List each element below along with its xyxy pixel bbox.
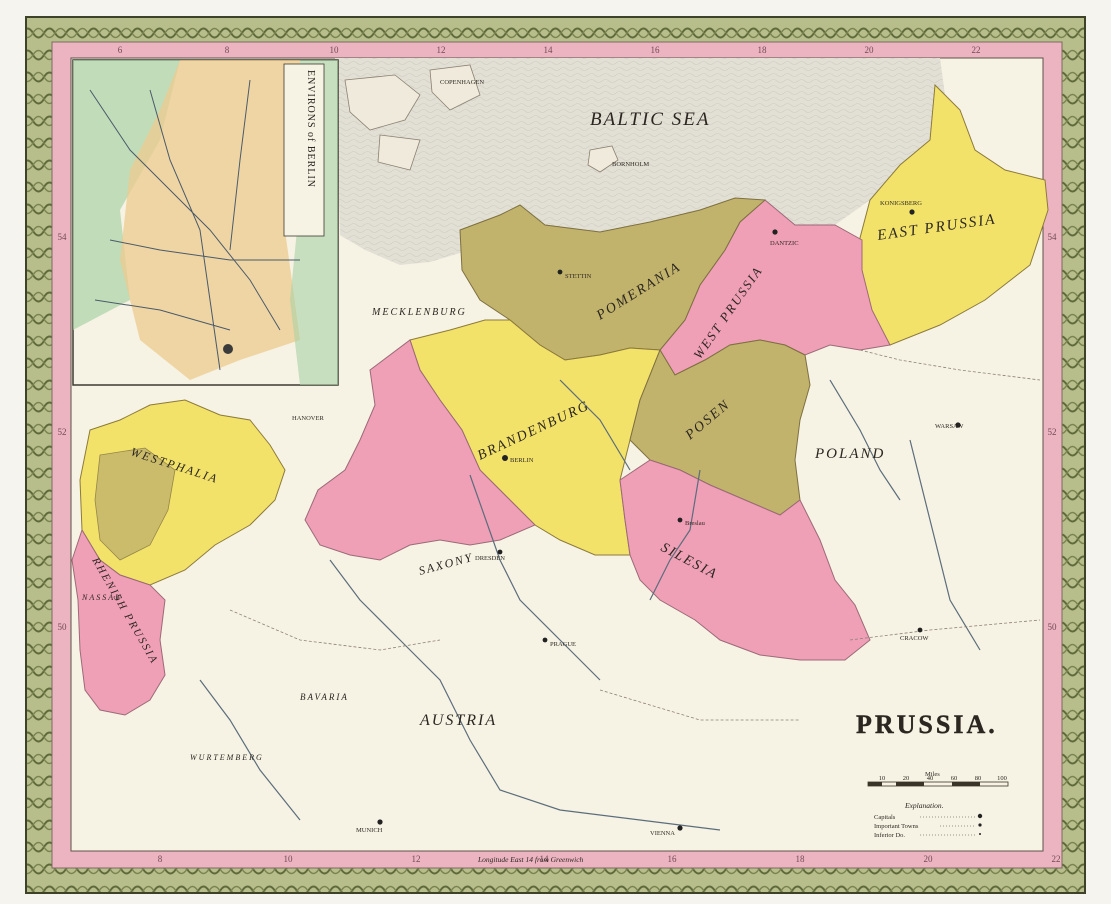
ticks-top-label: 20 [865, 45, 875, 55]
ticks-bottom-label: 10 [284, 854, 294, 864]
scale-tick-label: 100 [997, 775, 1007, 782]
munich-label: MUNICH [356, 827, 383, 834]
baltic-sea-label: BALTIC SEA [590, 109, 710, 130]
bavaria-label: BAVARIA [300, 692, 349, 702]
legend-item-inferior: Inferior Do. [874, 832, 905, 839]
scale-tick-label: 20 [903, 775, 910, 782]
region-east-prussia [859, 83, 1049, 346]
mecklenburg-label: MECKLENBURG [371, 307, 467, 318]
region-lowlands-olive [94, 447, 176, 561]
legend: Explanation. Capitals Important Towns In… [874, 801, 983, 839]
ticks-bottom-label: 8 [158, 854, 163, 864]
inset-environs-of-berlin: ENVIRONS of BERLIN [72, 59, 339, 386]
latitude-ticks-left: 54 52 50 [58, 232, 68, 632]
region-saxony-prussian [304, 339, 536, 561]
city-markers [377, 209, 961, 831]
warsaw-label: WARSAW [935, 423, 964, 430]
konigsberg-label: KONIGSBERG [880, 200, 922, 207]
ticks-left-label: 52 [58, 427, 67, 437]
latitude-ticks-right: 54 52 50 [1048, 232, 1058, 632]
prague-label: PRAGUE [550, 641, 576, 648]
ticks-top-label: 14 [544, 45, 554, 55]
ticks-bottom-label: 16 [668, 854, 678, 864]
scale-tick-labels: 10 20 40 60 80 100 [879, 775, 1007, 782]
dantzic-label: DANTZIC [770, 240, 799, 247]
nassau-label: NASSAU [81, 593, 123, 602]
river-network [199, 379, 981, 831]
hanover-label: HANOVER [292, 415, 324, 422]
ticks-left-label: 50 [58, 622, 68, 632]
ticks-right-label: 50 [1048, 622, 1058, 632]
ticks-bottom-label: 12 [412, 854, 421, 864]
longitude-ticks-bottom: 8 10 12 14 16 18 20 22 [158, 854, 1061, 864]
breslau-label: Breslau [685, 520, 706, 527]
copenhagen-label: COPENHAGEN [440, 79, 484, 86]
ticks-right-label: 52 [1048, 427, 1057, 437]
longitude-ticks-top: 6 8 10 12 14 16 18 20 22 [118, 45, 981, 55]
dresden-label: DRESDEN [475, 555, 505, 562]
scale-tick-label: 10 [879, 775, 886, 782]
legend-title: Explanation. [904, 801, 944, 810]
ticks-top-label: 18 [758, 45, 768, 55]
scale-tick-label: 60 [951, 775, 958, 782]
ticks-bottom-label: 18 [796, 854, 806, 864]
ticks-bottom-label: 22 [1052, 854, 1061, 864]
longitude-note: Longitude East 14 from Greenwich [477, 855, 584, 864]
berlin-label: BERLIN [510, 457, 534, 464]
danish-islands [344, 64, 481, 171]
scale-tick-label: 40 [927, 775, 934, 782]
ticks-top-label: 10 [330, 45, 340, 55]
ticks-top-label: 8 [225, 45, 230, 55]
ticks-top-label: 12 [437, 45, 446, 55]
scale-tick-label: 80 [975, 775, 982, 782]
legend-item-capitals: Capitals [874, 814, 896, 821]
ticks-left-label: 54 [58, 232, 68, 242]
austria-label: AUSTRIA [419, 712, 497, 729]
poland-label: POLAND [814, 446, 885, 462]
vienna-label: VIENNA [650, 830, 675, 837]
scale-bar: Miles [867, 771, 1009, 787]
scale-title: Miles [925, 771, 940, 778]
ticks-top-label: 16 [651, 45, 661, 55]
ticks-bottom-label: 14 [540, 854, 550, 864]
legend-item-important-towns: Important Towns [874, 823, 919, 830]
bornholm-label: BORNHOLM [612, 161, 649, 168]
bornholm-island [587, 145, 619, 173]
inset-title: ENVIRONS of BERLIN [305, 70, 316, 188]
cracow-label: CRACOW [900, 635, 929, 642]
ticks-top-label: 22 [972, 45, 981, 55]
region-silesia [619, 459, 871, 661]
stettin-label: STETTIN [565, 273, 592, 280]
wurtemberg-label: WURTEMBERG [190, 753, 264, 762]
region-rhenish-prussia [71, 528, 166, 716]
ticks-right-label: 54 [1048, 232, 1058, 242]
ticks-bottom-label: 20 [924, 854, 934, 864]
boundary-lines [229, 349, 1041, 721]
ticks-top-label: 6 [118, 45, 123, 55]
map-title: PRUSSIA. [856, 710, 998, 739]
